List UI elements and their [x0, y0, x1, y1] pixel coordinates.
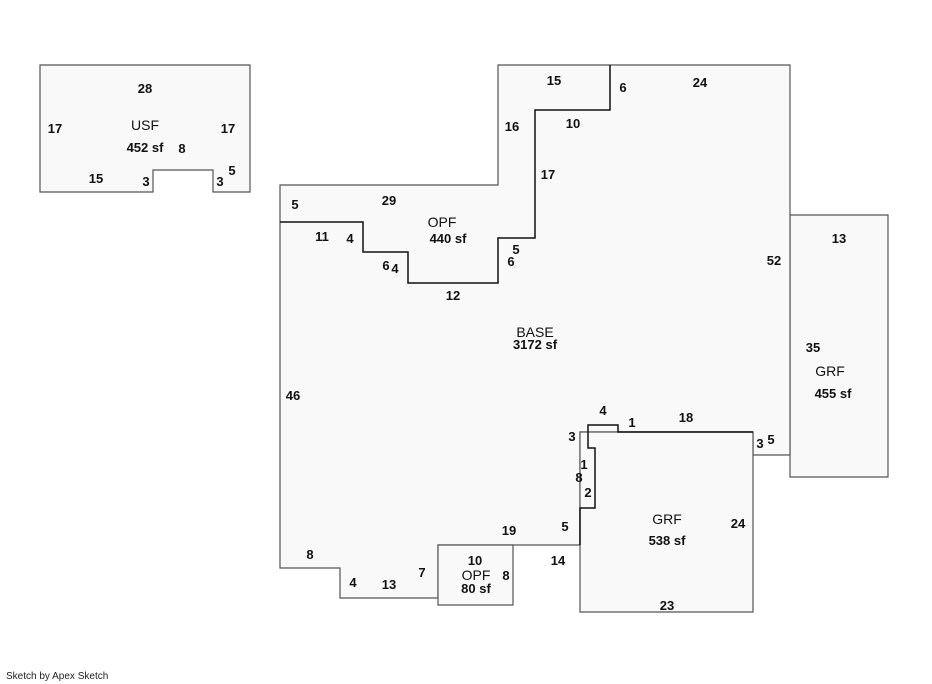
- base-dim-6-left: 6: [382, 258, 389, 273]
- grf-bottom-area-label: GRF: [652, 511, 682, 527]
- base-dim-24: 24: [693, 75, 708, 90]
- opf-bottom-area-label: OPF: [462, 567, 491, 583]
- opf-bottom-outline: [437, 544, 514, 606]
- base-dim-18: 18: [679, 410, 693, 425]
- base-dim-11: 11: [315, 229, 329, 244]
- base-dim-3-right: 3: [756, 436, 763, 451]
- grf-right-area-size: 455 sf: [815, 386, 853, 401]
- base-dim-2-notch: 2: [584, 485, 591, 500]
- opf-bottom-dim-side: 8: [502, 568, 509, 583]
- base-dim-17: 17: [541, 167, 555, 182]
- base-dim-6: 6: [619, 80, 626, 95]
- base-dim-4-step: 4: [391, 261, 399, 276]
- base-dim-6-step: 6: [507, 254, 514, 269]
- usf-dim-left: 17: [48, 121, 62, 136]
- grf-right-outline: [789, 214, 889, 478]
- base-dim-8-lower: 8: [306, 547, 313, 562]
- grf-right-area-label: GRF: [815, 363, 845, 379]
- usf-outline: [39, 64, 251, 193]
- base-dim-5-garage: 5: [561, 519, 568, 534]
- usf-dim-notch-left: 3: [142, 174, 149, 189]
- usf-dim-top: 28: [138, 81, 152, 96]
- grf-right-dim-top: 13: [832, 231, 846, 246]
- opf-bottom-dim-top: 10: [468, 553, 482, 568]
- base-dim-13: 13: [382, 577, 396, 592]
- grf-bottom-dim-bottom: 23: [660, 598, 674, 613]
- base-dim-7: 7: [418, 565, 425, 580]
- base-dim-16: 16: [505, 119, 519, 134]
- base-dim-19: 19: [502, 523, 516, 538]
- opf-bottom-area-size: 80 sf: [461, 581, 491, 596]
- usf-dim-right: 17: [221, 121, 235, 136]
- base-dim-5-left: 5: [291, 197, 298, 212]
- opf-top-area-label: OPF: [428, 214, 457, 230]
- grf-bottom-dim-side: 24: [731, 516, 746, 531]
- garage-notch-boundary: [579, 424, 753, 545]
- usf-area-label: USF: [131, 117, 159, 133]
- base-dim-4-garage: 4: [599, 403, 607, 418]
- usf-area-size: 452 sf: [127, 140, 165, 155]
- sketch-credit: Sketch by Apex Sketch: [6, 671, 109, 682]
- base-area-size: 3172 sf: [513, 337, 558, 352]
- base-dim-12: 12: [446, 288, 460, 303]
- base-dim-1-notch: 1: [580, 457, 587, 472]
- base-dim-1-garage: 1: [628, 415, 635, 430]
- base-dim-10: 10: [566, 116, 580, 131]
- base-area-label: BASE: [516, 324, 553, 340]
- grf-bottom-area-size: 538 sf: [649, 533, 687, 548]
- base-dim-4-upper: 4: [346, 231, 354, 246]
- usf-dim-bottom: 15: [89, 171, 103, 186]
- base-dim-15: 15: [547, 73, 561, 88]
- usf-dim-right-low: 5: [228, 163, 235, 178]
- opf-top-area-size: 440 sf: [430, 231, 468, 246]
- opf-top-boundary: [280, 65, 611, 284]
- grf-right-dim-side: 35: [806, 340, 820, 355]
- base-dim-3-garage: 3: [568, 429, 575, 444]
- base-dim-5-step: 5: [512, 242, 519, 257]
- base-dim-5-right: 5: [767, 432, 774, 447]
- base-dim-46: 46: [286, 388, 300, 403]
- base-dim-14: 14: [551, 553, 566, 568]
- usf-dim-notch-width: 8: [178, 141, 185, 156]
- base-dim-4-lower: 4: [349, 575, 357, 590]
- base-dim-29: 29: [382, 193, 396, 208]
- base-dim-8-notch: 8: [575, 470, 582, 485]
- usf-dim-notch-right: 3: [216, 174, 223, 189]
- base-dim-52: 52: [767, 253, 781, 268]
